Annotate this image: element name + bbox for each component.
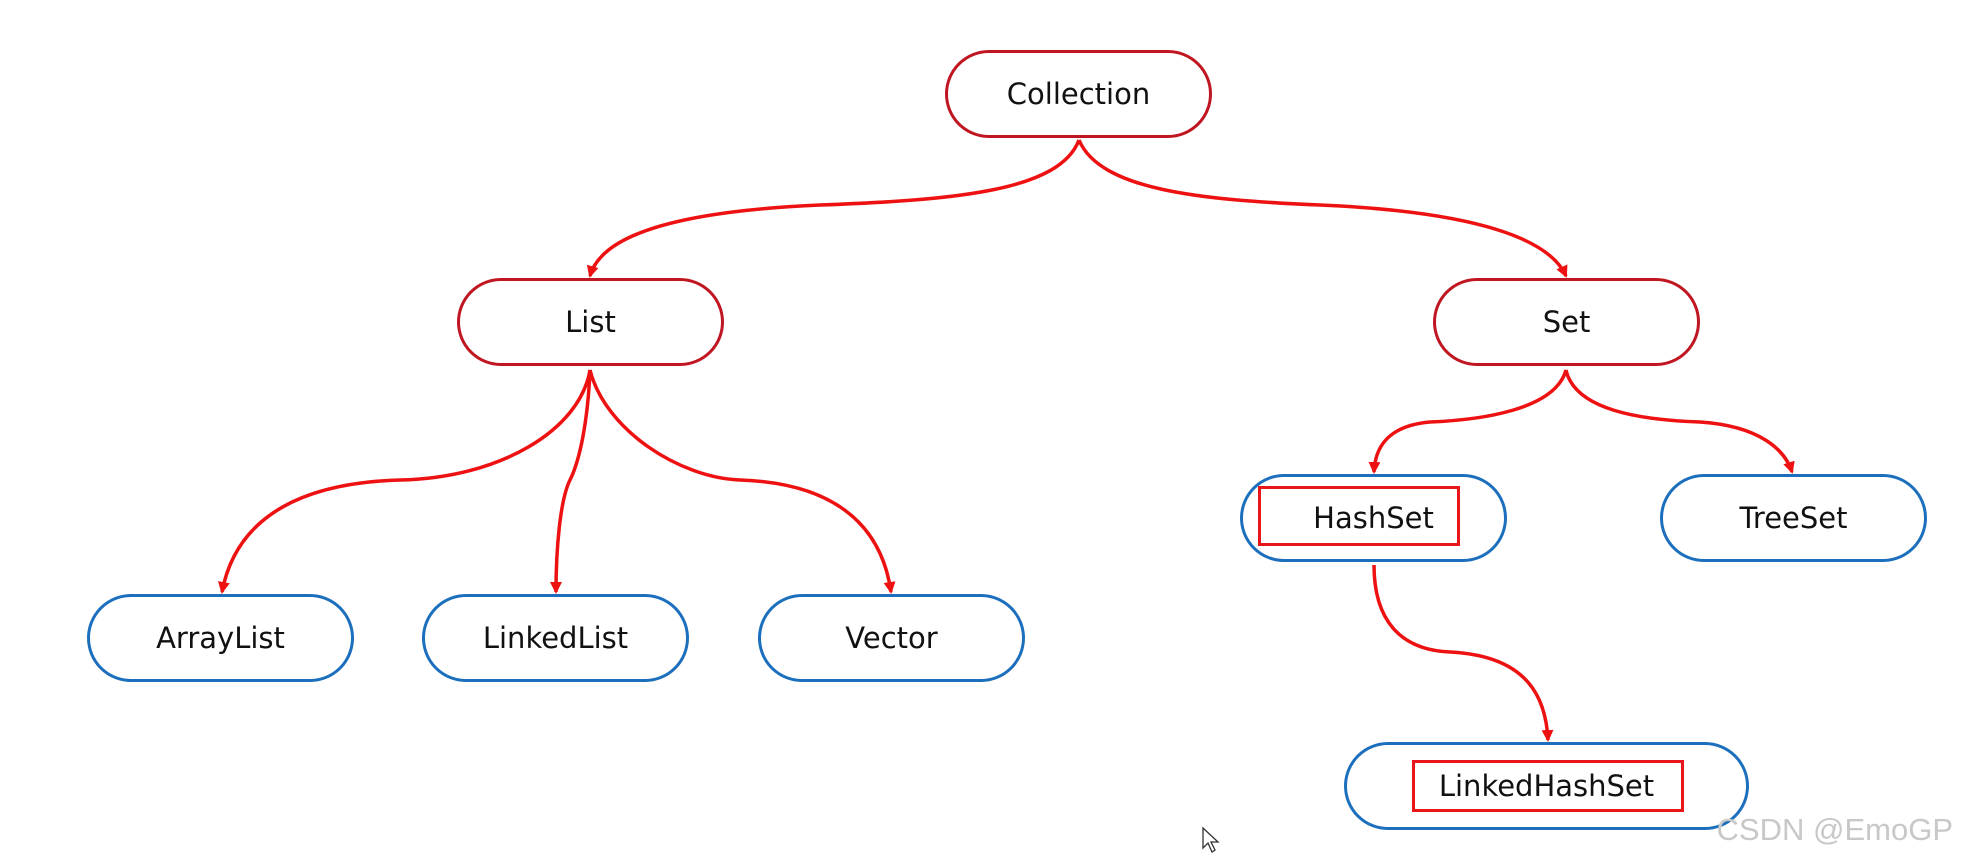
highlight-box-linkedhashset bbox=[1412, 760, 1684, 812]
edge-hashset-linkedhashset bbox=[1372, 564, 1554, 742]
edge-list-vector bbox=[588, 369, 896, 594]
node-arraylist: ArrayList bbox=[87, 594, 354, 682]
edge-list-arraylist bbox=[217, 369, 592, 594]
edge-set-hashset bbox=[1368, 369, 1568, 474]
edge-set-treeset bbox=[1564, 369, 1795, 474]
mouse-cursor-icon bbox=[1202, 826, 1220, 853]
highlight-box-hashset bbox=[1258, 486, 1460, 546]
node-linkedhashset: LinkedHashSet bbox=[1344, 742, 1749, 830]
edge-collection-list bbox=[586, 139, 1081, 278]
node-linkedlist: LinkedList bbox=[422, 594, 689, 682]
node-vector: Vector bbox=[758, 594, 1025, 682]
node-list: List bbox=[457, 278, 724, 366]
node-collection: Collection bbox=[945, 50, 1212, 138]
watermark: CSDN @EmoGP bbox=[1716, 812, 1953, 847]
edge-collection-set bbox=[1077, 139, 1568, 278]
node-hashset: HashSet bbox=[1240, 474, 1507, 562]
edge-list-linkedlist bbox=[550, 369, 592, 594]
node-treeset: TreeSet bbox=[1660, 474, 1927, 562]
node-set: Set bbox=[1433, 278, 1700, 366]
